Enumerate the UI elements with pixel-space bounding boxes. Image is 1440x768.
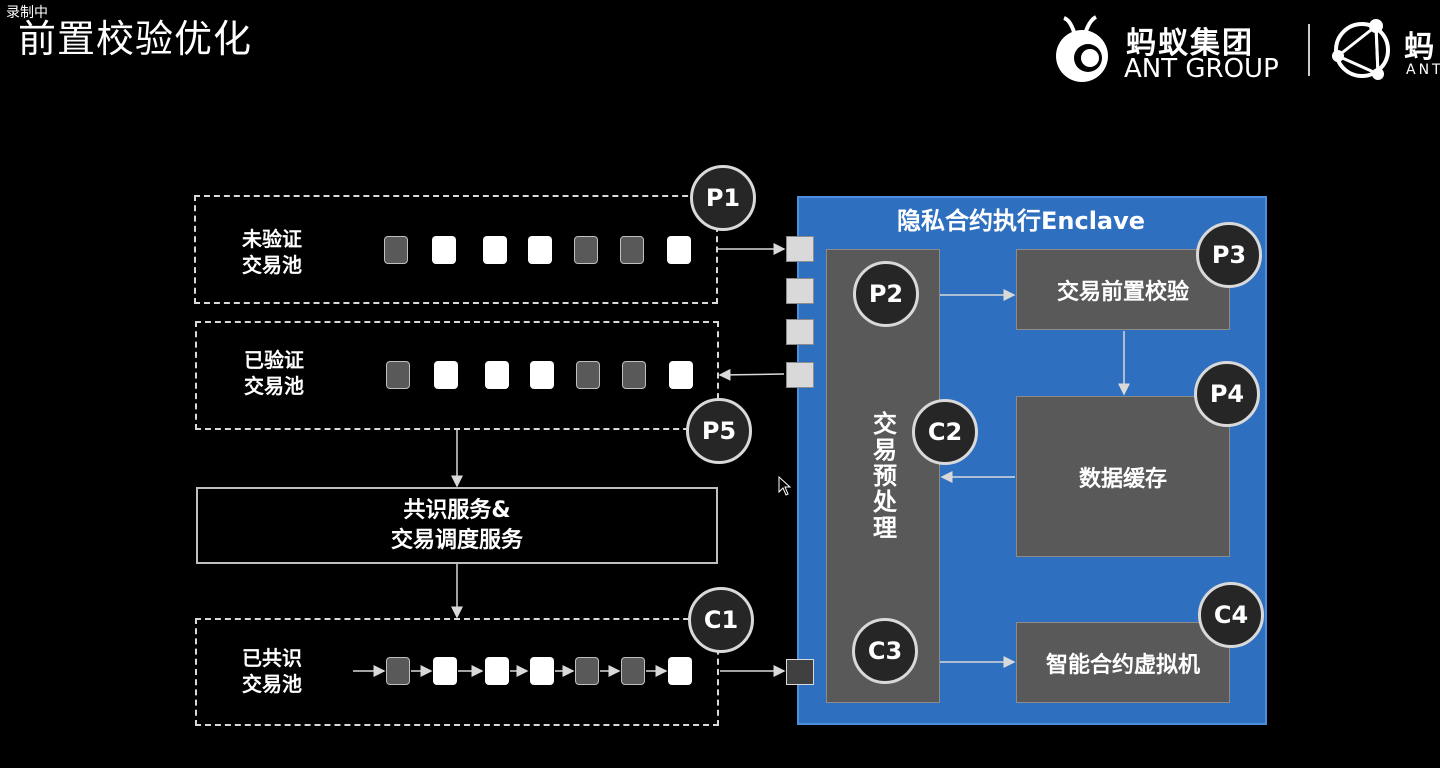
badge-c1: C1 xyxy=(688,587,754,653)
badge-c4: C4 xyxy=(1198,582,1264,648)
unverified-pool-label: 未验证 交易池 xyxy=(222,226,322,278)
unverified-line2: 交易池 xyxy=(242,253,302,277)
tx-item xyxy=(384,236,408,264)
consensus-line1: 共识服务& xyxy=(403,497,511,523)
badge-p1: P1 xyxy=(690,165,756,231)
preprocess-label: 交易预处理 xyxy=(868,411,897,541)
enclave-port xyxy=(786,362,814,388)
data-cache-box: 数据缓存 xyxy=(1016,396,1230,557)
badge-p2: P2 xyxy=(853,261,919,327)
tx-item xyxy=(668,657,692,685)
enclave-port xyxy=(786,236,814,262)
verified-line2: 交易池 xyxy=(244,374,304,398)
consensus-line2: 交易调度服务 xyxy=(390,527,523,553)
consensus-pool-line2: 交易池 xyxy=(242,672,302,696)
page-title: 前置校验优化 xyxy=(18,17,253,61)
tx-item xyxy=(621,657,645,685)
tx-item xyxy=(667,236,691,264)
tx-item xyxy=(669,361,693,389)
unverified-pool xyxy=(194,195,718,304)
vm-box: 智能合约虚拟机 xyxy=(1016,622,1230,703)
badge-c2: C2 xyxy=(912,399,978,465)
network-logo-icon xyxy=(1332,19,1390,80)
tx-item xyxy=(386,657,410,685)
tx-item xyxy=(575,657,599,685)
tx-item xyxy=(576,361,600,389)
verified-line1: 已验证 xyxy=(244,348,304,372)
enclave-port xyxy=(786,278,814,304)
consensus-service-box: 共识服务& 交易调度服务 xyxy=(196,487,718,564)
tx-item xyxy=(528,236,552,264)
tx-item xyxy=(622,361,646,389)
consensus-pool xyxy=(195,618,719,726)
tx-item xyxy=(432,236,456,264)
badge-p4: P4 xyxy=(1194,361,1260,427)
tx-item xyxy=(620,236,644,264)
tx-item xyxy=(530,657,554,685)
verified-pool-label: 已验证 交易池 xyxy=(224,347,324,399)
tx-item xyxy=(433,657,457,685)
tx-item xyxy=(434,361,458,389)
logo-divider xyxy=(1308,24,1310,76)
recording-indicator: 录制中 xyxy=(6,5,48,21)
consensus-pool-label: 已共识 交易池 xyxy=(222,645,322,697)
logo-en-text: ANT GROUP xyxy=(1124,54,1279,84)
logo-cn-text: 蚂蚁集团 xyxy=(1126,26,1254,61)
enclave-title: 隐私合约执行Enclave xyxy=(897,207,1146,235)
enclave-port xyxy=(786,319,814,345)
logo-cn-text-2: 蚂 xyxy=(1404,30,1434,65)
ant-logo-icon xyxy=(1056,15,1108,82)
badge-c3: C3 xyxy=(852,618,918,684)
mouse-cursor-icon xyxy=(778,476,792,496)
verified-pool xyxy=(195,321,719,430)
arrow-enclave-to-verified xyxy=(718,368,785,381)
pre-check-box: 交易前置校验 xyxy=(1016,249,1230,330)
enclave-port-c1 xyxy=(786,659,814,685)
tx-item xyxy=(530,361,554,389)
tx-item xyxy=(386,361,410,389)
unverified-line1: 未验证 xyxy=(242,227,302,251)
badge-p3: P3 xyxy=(1196,222,1262,288)
tx-item xyxy=(483,236,507,264)
badge-p5: P5 xyxy=(686,398,752,464)
tx-item xyxy=(485,361,509,389)
logo-en-text-2: ANT xyxy=(1406,62,1440,78)
consensus-pool-line1: 已共识 xyxy=(242,646,302,670)
tx-item xyxy=(485,657,509,685)
tx-item xyxy=(574,236,598,264)
